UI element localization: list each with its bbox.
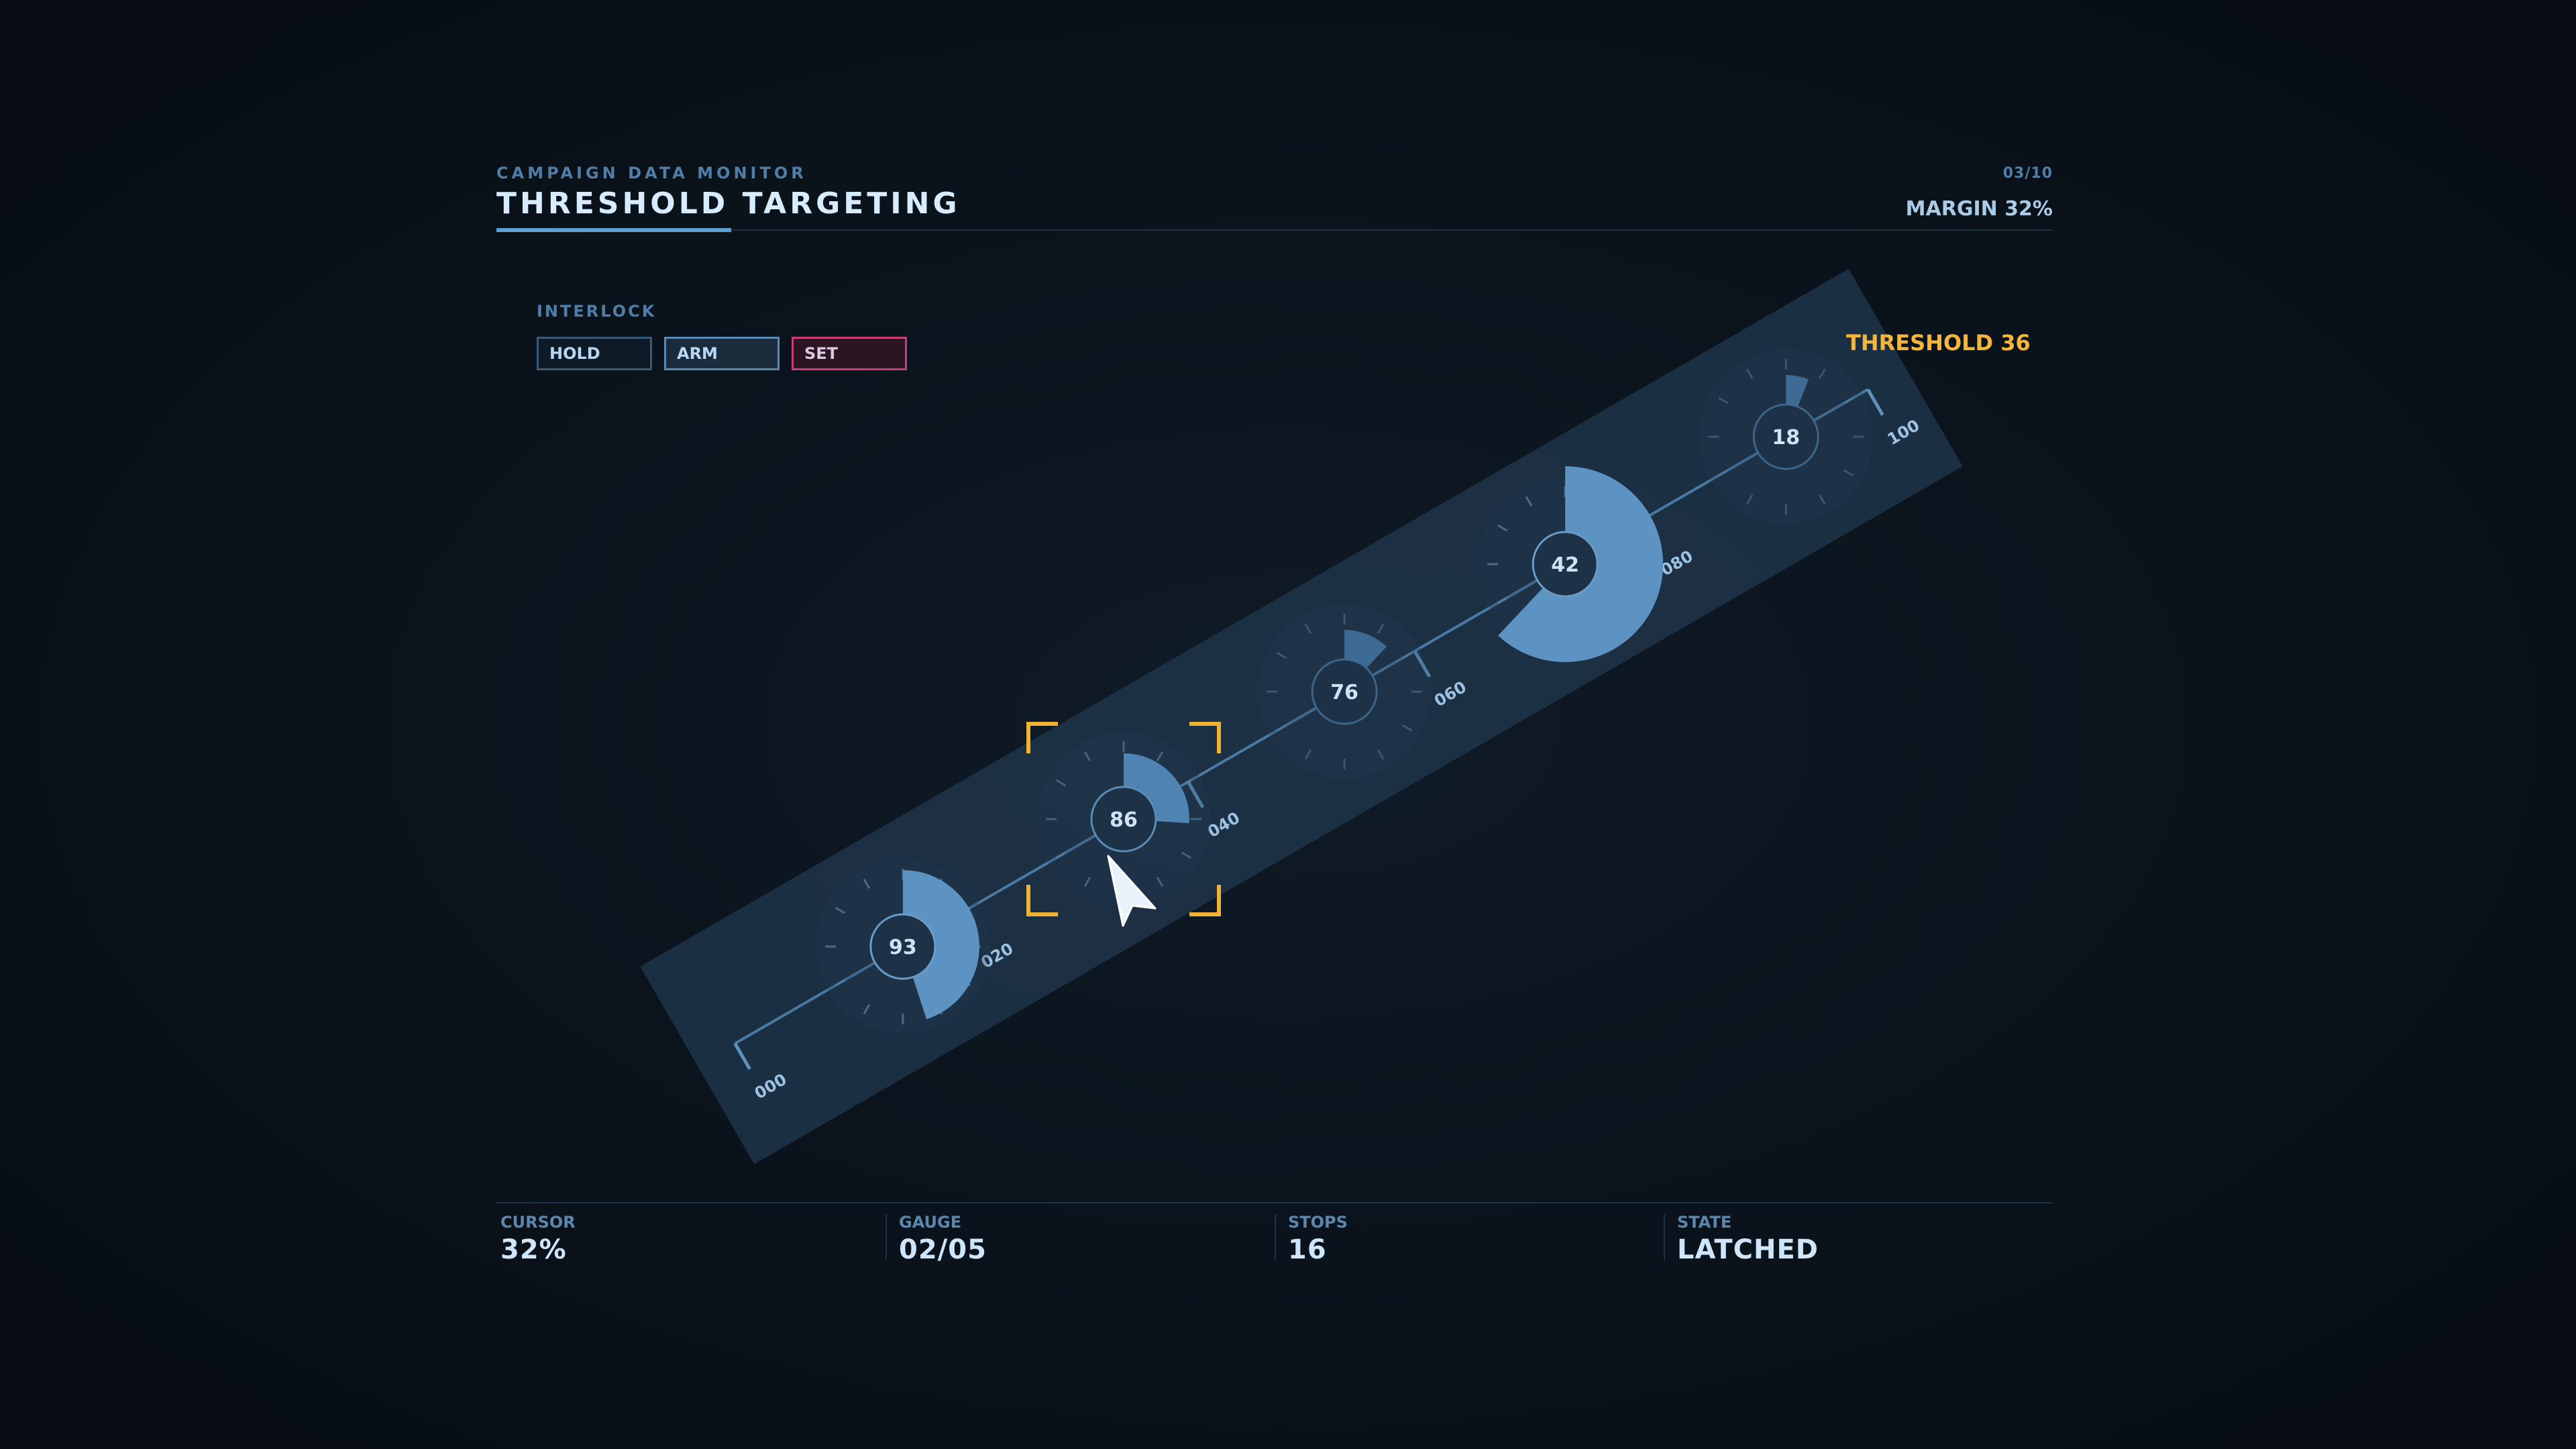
gauge-ring xyxy=(1311,658,1378,725)
gauge-tick xyxy=(1181,779,1192,787)
status-footer: CURSOR 32% GAUGE 02/05 STOPS 16 STATE LA… xyxy=(496,1202,2053,1269)
gauge-value: 93 xyxy=(889,936,917,959)
gauge-value: 76 xyxy=(1330,681,1358,704)
gauge-tick xyxy=(1401,724,1413,732)
header-divider xyxy=(496,229,2053,231)
gauge-ring xyxy=(1532,531,1599,598)
gauge-tick xyxy=(1718,469,1729,477)
gauge-tick xyxy=(1401,651,1413,659)
axis-tick xyxy=(1186,781,1205,808)
gauge[interactable]: 86 xyxy=(1036,732,1211,906)
gauge-tick xyxy=(1843,469,1854,477)
gauge-fill xyxy=(1786,375,1809,409)
stat-label: STATE xyxy=(1677,1213,1732,1232)
gauge[interactable]: 18 xyxy=(1699,350,1874,524)
stat-value: 02/05 xyxy=(899,1234,987,1265)
gauge-tick xyxy=(1083,876,1091,888)
gauge-tick xyxy=(863,878,871,890)
stat-value: LATCHED xyxy=(1677,1234,1819,1265)
margin-readout: MARGIN 32% xyxy=(1905,197,2053,221)
gauge-tick xyxy=(1818,368,1826,380)
stat-value: 32% xyxy=(500,1234,567,1265)
stat-separator xyxy=(1664,1214,1665,1260)
gauge-ring xyxy=(869,913,936,980)
interlock-label: INTERLOCK xyxy=(537,302,657,321)
gauge-tick xyxy=(1746,368,1754,380)
gauge-value: 42 xyxy=(1551,553,1579,577)
stat-label: GAUGE xyxy=(899,1213,962,1232)
gauge[interactable]: 42 xyxy=(1478,466,1664,662)
gauge-tick xyxy=(1377,749,1385,760)
axis-tick xyxy=(733,1042,751,1070)
stat-stops: STOPS 16 xyxy=(1275,1203,1650,1265)
gauge-fill xyxy=(1344,630,1387,669)
gauge-ring xyxy=(1090,786,1157,853)
target-bracket-corner xyxy=(1026,885,1058,916)
gauge-tick xyxy=(1276,651,1287,659)
gauge-fill xyxy=(902,870,979,1020)
gauge-tick xyxy=(1156,876,1164,888)
gauge-tick xyxy=(1304,623,1312,635)
gauge-tick xyxy=(1497,596,1508,604)
gauge-tick xyxy=(835,979,846,987)
footer-divider xyxy=(496,1202,2053,1203)
axis-tick xyxy=(1413,650,1432,678)
gauge-value: 86 xyxy=(1110,808,1138,832)
gauge-value: 18 xyxy=(1772,426,1800,449)
stat-cursor: CURSOR 32% xyxy=(496,1203,872,1265)
stat-state: STATE LATCHED xyxy=(1664,1203,2039,1265)
gauge-tick xyxy=(1525,496,1533,507)
hold-button[interactable]: HOLD xyxy=(537,337,652,370)
gauge-fill xyxy=(1498,466,1664,662)
header-divider-accent xyxy=(496,228,731,232)
target-bracket xyxy=(1026,722,1221,916)
gauge-tick xyxy=(1156,751,1164,762)
page-title: THRESHOLD TARGETING xyxy=(496,186,961,221)
pointer-cursor-icon xyxy=(1107,855,1157,927)
gauge-fill xyxy=(1123,753,1189,824)
target-bracket-corner xyxy=(1189,722,1221,753)
gauge-tick xyxy=(863,1004,871,1015)
set-button[interactable]: SET xyxy=(792,337,907,370)
gauge-tick xyxy=(1276,724,1287,732)
axis-tick xyxy=(1866,388,1884,416)
target-bracket-corner xyxy=(1026,722,1058,753)
gauge-tick xyxy=(1055,851,1067,859)
gauge-tick xyxy=(1497,524,1508,532)
gauge-tick xyxy=(1718,396,1729,405)
gauge-tick xyxy=(1055,779,1067,787)
stat-label: STOPS xyxy=(1288,1213,1348,1232)
gauge-tick xyxy=(1377,623,1385,635)
page-subtitle: CAMPAIGN DATA MONITOR xyxy=(496,164,807,182)
stat-separator xyxy=(1275,1214,1276,1260)
gauge-tick xyxy=(1843,396,1854,405)
gauge[interactable]: 93 xyxy=(815,859,990,1034)
header: CAMPAIGN DATA MONITOR THRESHOLD TARGETIN… xyxy=(496,164,2053,232)
stat-gauge: GAUGE 02/05 xyxy=(885,1203,1261,1265)
gauge-tick xyxy=(1181,851,1192,859)
interlock-panel: INTERLOCK HOLD ARM SET xyxy=(537,302,953,376)
gauge-ring xyxy=(1752,403,1819,470)
threshold-label: THRESHOLD 36 xyxy=(1846,330,2031,356)
arm-button[interactable]: ARM xyxy=(664,337,780,370)
target-bracket-corner xyxy=(1189,885,1221,916)
gauge-tick xyxy=(1818,494,1826,505)
gauge-tick xyxy=(1746,494,1754,505)
stat-separator xyxy=(885,1214,887,1260)
gauge-tick xyxy=(1083,751,1091,762)
gauge-tick xyxy=(835,906,846,914)
gauge-tick xyxy=(1304,749,1312,760)
stat-label: CURSOR xyxy=(500,1213,576,1232)
stat-value: 16 xyxy=(1288,1234,1327,1265)
gauge[interactable]: 76 xyxy=(1257,604,1432,779)
page-counter: 03/10 xyxy=(2002,165,2053,182)
